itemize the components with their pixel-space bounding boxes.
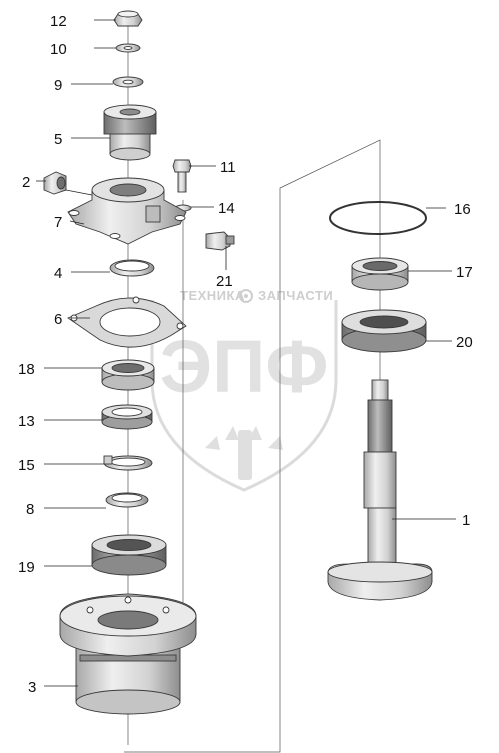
- watermark-logo-letters: ЭПФ: [160, 325, 329, 408]
- part-bolt-11: [172, 159, 192, 193]
- part-hub-housing-3: [59, 593, 197, 715]
- callout-12: 12: [50, 13, 67, 30]
- callout-20: 20: [456, 334, 473, 351]
- callout-15: 15: [18, 457, 35, 474]
- callout-16: 16: [454, 201, 471, 218]
- callout-2: 2: [22, 174, 30, 191]
- callout-6: 6: [54, 311, 62, 328]
- watermark: ТЕХНИКА ЗАПЧАСТИ ЭПФ: [150, 288, 338, 492]
- part-o-ring-16: [329, 201, 427, 235]
- part-nut-12: [113, 10, 143, 27]
- part-seal-20: [341, 309, 427, 353]
- part-bearing-18: [101, 359, 155, 391]
- callout-11: 11: [220, 159, 236, 176]
- part-ring-8: [105, 492, 149, 508]
- callout-7: 7: [54, 214, 62, 231]
- callout-8: 8: [26, 501, 34, 518]
- part-fitting-21: [205, 231, 235, 251]
- callout-1: 1: [462, 512, 470, 529]
- callout-21: 21: [216, 273, 233, 290]
- callout-9: 9: [54, 77, 62, 94]
- part-shaft-1: [327, 379, 433, 601]
- callout-14: 14: [218, 200, 235, 217]
- callout-5: 5: [54, 131, 62, 148]
- part-gasket-6: [67, 296, 187, 348]
- part-spline-gear-5: [103, 104, 157, 161]
- callout-17: 17: [456, 264, 473, 281]
- gear-icon: [239, 289, 253, 303]
- part-fitting-2: [43, 171, 67, 195]
- wheat-emblem-icon: [205, 426, 283, 480]
- callout-4: 4: [54, 265, 62, 282]
- part-housing-7: [67, 177, 187, 245]
- part-washer-9: [112, 76, 144, 88]
- part-bearing-19: [91, 534, 167, 576]
- part-lock-washer-15: [103, 455, 153, 471]
- callout-10: 10: [50, 41, 67, 58]
- leader-lines: [36, 19, 456, 687]
- part-bearing-17: [351, 257, 409, 291]
- callout-18: 18: [18, 361, 35, 378]
- part-ring-4: [109, 259, 155, 277]
- callout-13: 13: [18, 413, 35, 430]
- callout-labels: 12 10 9 5 2 7 4 6 18 13 15 8 19 3 11 14 …: [18, 13, 473, 696]
- watermark-company-text-2: ЗАПЧАСТИ: [258, 288, 333, 303]
- callout-3: 3: [28, 679, 36, 696]
- part-washer-10: [115, 43, 141, 53]
- callout-19: 19: [18, 559, 35, 576]
- watermark-company-text: ТЕХНИКА: [180, 288, 245, 303]
- part-slotted-nut-13: [101, 404, 153, 430]
